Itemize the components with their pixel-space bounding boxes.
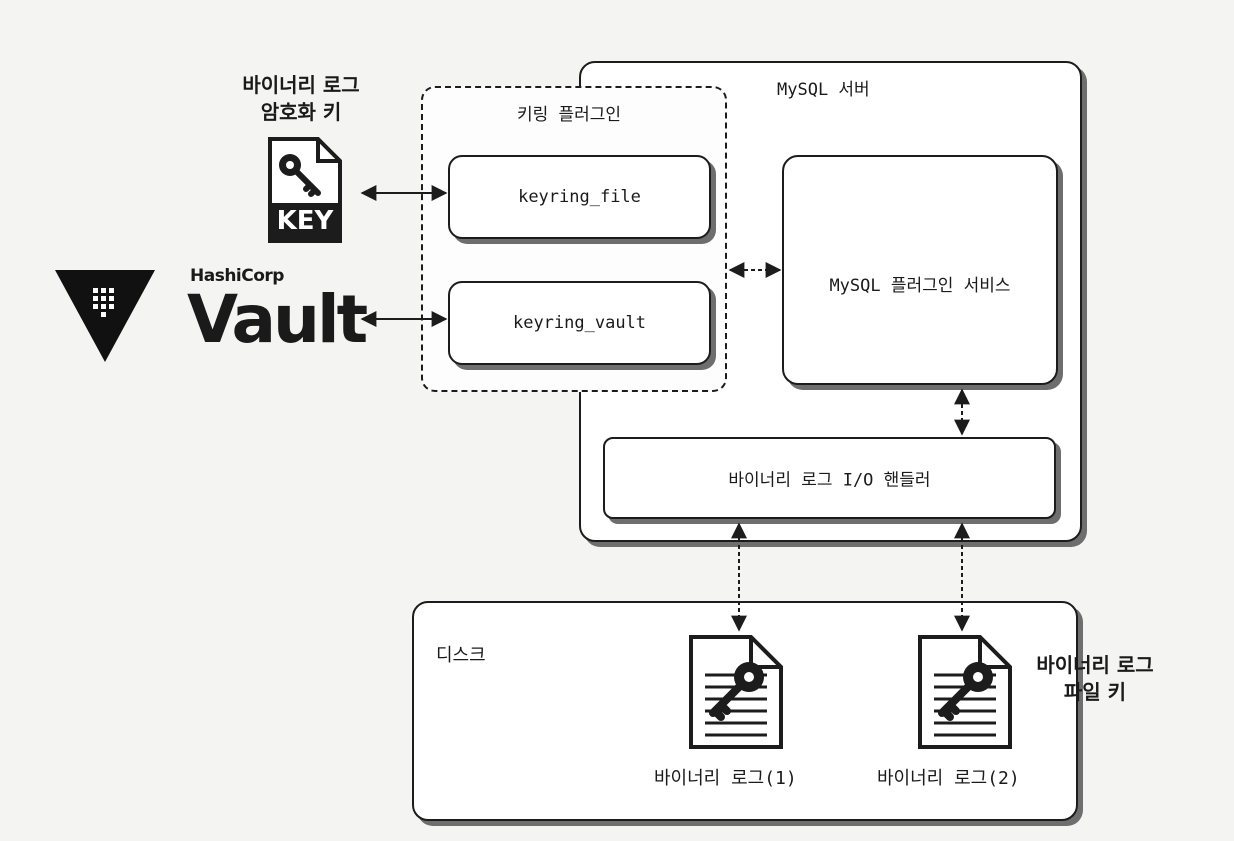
key-file-icon (268, 137, 342, 243)
binlog-file-key-label: 바이너리 로그 파일 키 (1020, 652, 1170, 706)
io-handler-box: 바이너리 로그 I/O 핸들러 (603, 437, 1056, 519)
binlog-file-2-label: 바이너리 로그(2) (877, 768, 1020, 789)
vault-brand: HashiCorp (190, 266, 284, 286)
io-handler-label: 바이너리 로그 I/O 핸들러 (728, 470, 931, 491)
mysql-server-label: MySQL 서버 (777, 80, 870, 100)
file-key-line2: 파일 키 (1063, 680, 1127, 704)
disk-label: 디스크 (436, 645, 486, 666)
keyring-vault-label: keyring_vault (512, 313, 647, 333)
binlog-file-2-icon (918, 635, 1012, 749)
keyring-plugin-label: 키링 플러그인 (517, 105, 622, 125)
keyring-vault-box: keyring_vault (448, 281, 711, 365)
binlog-file-1-label: 바이너리 로그(1) (654, 768, 797, 789)
plugin-service-box: MySQL 플러그인 서비스 (782, 155, 1058, 385)
keyring-file-box: keyring_file (448, 155, 711, 239)
keyring-file-label: keyring_file (518, 187, 641, 207)
key-file-icon-text: KEY (276, 206, 334, 236)
file-key-line1: 바이너리 로그 (1036, 653, 1154, 677)
binlog-file-1-icon (689, 635, 783, 749)
binlog-encryption-key-label: 바이너리 로그 암호화 키 (226, 72, 376, 126)
vault-logo-icon (55, 270, 155, 362)
binlog-key-line2: 암호화 키 (260, 100, 342, 124)
vault-name: Vault (187, 281, 368, 358)
plugin-service-label: MySQL 플러그인 서비스 (829, 276, 1011, 296)
binlog-key-line1: 바이너리 로그 (242, 73, 360, 97)
